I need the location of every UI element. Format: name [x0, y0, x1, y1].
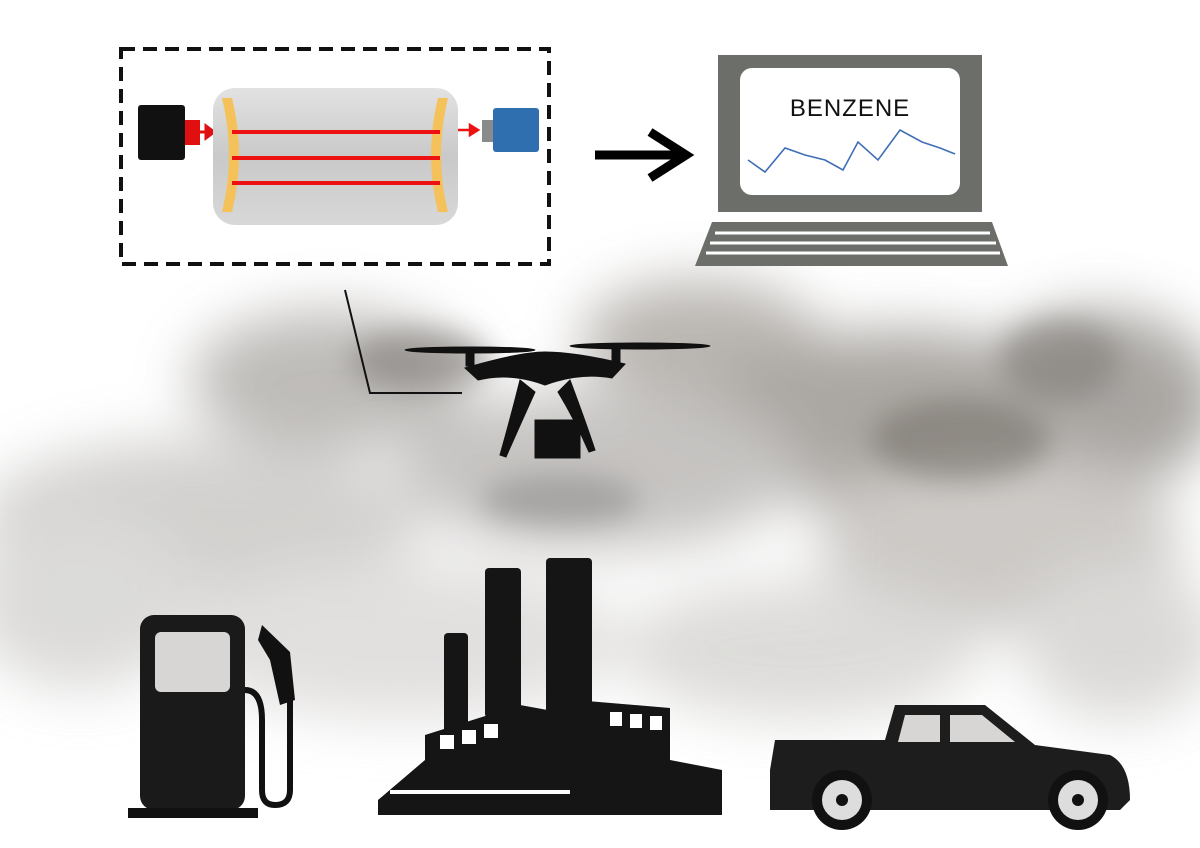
- laptop-screen: [740, 68, 960, 195]
- laser-output: [185, 120, 200, 145]
- dashed-boundary: [119, 47, 551, 266]
- pickup-truck-icon: [770, 705, 1130, 830]
- output-arrow-icon: [458, 122, 481, 138]
- detector-window: [482, 120, 494, 142]
- laser-arrow-icon: [200, 123, 217, 141]
- drone-icon: [404, 342, 711, 459]
- fuel-pump-icon: [128, 615, 295, 818]
- sampling-tube: [344, 289, 462, 394]
- concentration-plot: [747, 128, 956, 174]
- smoke-cloud: [0, 280, 1200, 720]
- detector-icon: [493, 108, 539, 152]
- screen-title: BENZENE: [790, 95, 910, 122]
- laser-beams: [232, 130, 440, 185]
- laptop-icon: BENZENE: [695, 55, 1008, 266]
- factory-icon: [378, 558, 722, 815]
- laser-source-icon: [138, 105, 185, 160]
- spectrometer-module: [119, 47, 551, 266]
- arrow-right-icon: [595, 128, 695, 182]
